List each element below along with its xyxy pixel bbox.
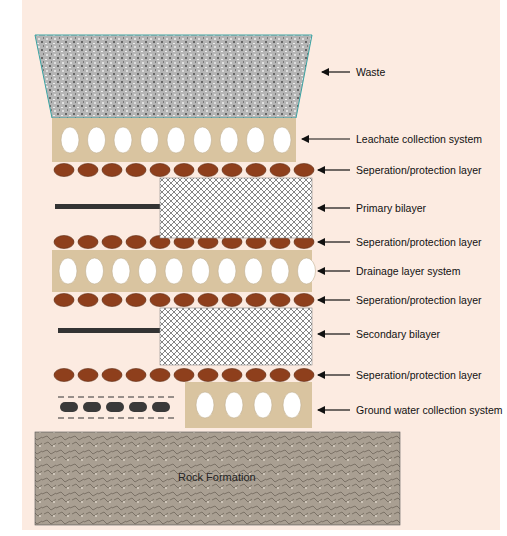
layer-label: Secondary bilayer (356, 328, 440, 341)
layer-label: Seperation/protection layer (356, 294, 482, 307)
layer-label: Waste (356, 66, 385, 79)
rock-label: Rock Formation (178, 471, 256, 484)
layer-label: Primary bilayer (356, 202, 426, 215)
layer-label: Seperation/protection layer (356, 369, 482, 382)
layer-label: Seperation/protection layer (356, 164, 482, 177)
layer-label: Leachate collection system (356, 133, 482, 146)
layer-label: Seperation/protection layer (356, 236, 482, 249)
layer-label: Ground water collection system (356, 404, 502, 417)
layer-label: Drainage layer system (356, 265, 460, 278)
